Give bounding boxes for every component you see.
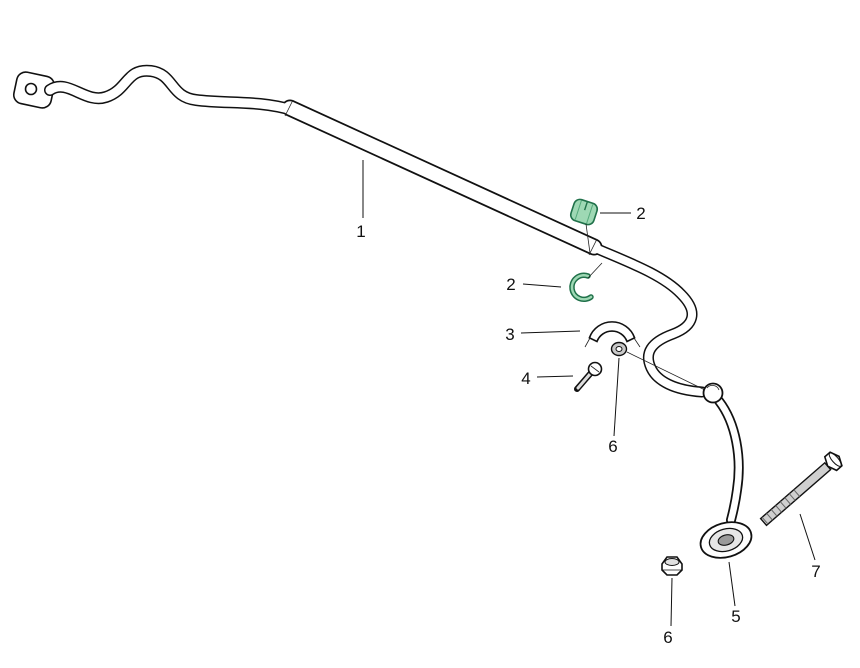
link-bushing [699, 521, 753, 559]
bushing-clip-lower [569, 272, 594, 303]
sleeve-collar-left [284, 99, 294, 117]
clamp-bracket [584, 321, 641, 348]
leader-2b [522, 283, 562, 288]
leader-lines [362, 160, 816, 627]
leader-6b [670, 577, 673, 627]
assembly-axis-line [626, 351, 706, 391]
callout-6-mid[interactable]: 6 [608, 437, 617, 456]
bolt-threads [761, 489, 801, 525]
bushing-clip-link-line [587, 262, 603, 279]
callout-4[interactable]: 4 [521, 369, 530, 388]
link-ball-stud [702, 382, 724, 404]
sleeve-collar-right [588, 238, 598, 256]
washer [610, 341, 628, 357]
callout-6-lower[interactable]: 6 [663, 628, 672, 647]
callout-3[interactable]: 3 [505, 325, 514, 344]
leader-4 [536, 375, 574, 378]
leader-7 [799, 513, 816, 561]
stabilizer-link [699, 382, 753, 559]
screw [574, 361, 603, 392]
hex-nut [661, 556, 683, 576]
bolt [759, 451, 843, 527]
callout-2-lower[interactable]: 2 [506, 275, 515, 294]
callout-1[interactable]: 1 [356, 222, 365, 241]
leader-6a [613, 357, 620, 437]
callout-2-upper[interactable]: 2 [636, 204, 645, 223]
stabilizer-bar [44, 64, 708, 398]
leader-3 [520, 330, 581, 334]
callout-7[interactable]: 7 [811, 562, 820, 581]
leader-5 [728, 561, 736, 607]
bushing-upper-link-line [585, 223, 591, 254]
bushing-upper [569, 198, 599, 226]
callout-5[interactable]: 5 [731, 607, 740, 626]
